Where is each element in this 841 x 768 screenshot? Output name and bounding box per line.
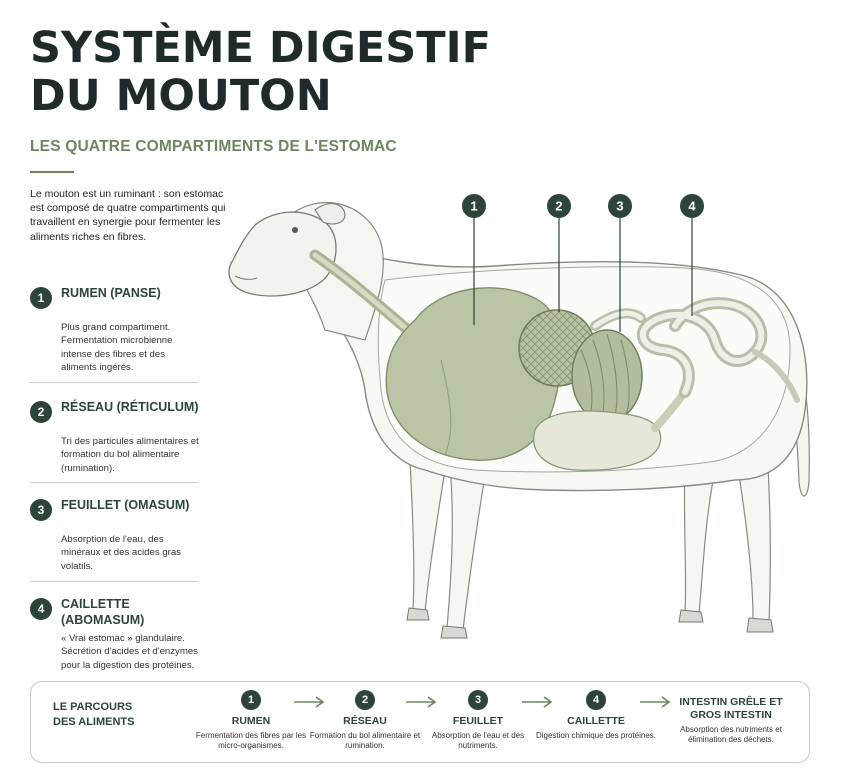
compartment-description: Tri des particules alimentaires et forma… (61, 436, 199, 474)
sheep-mouth (234, 275, 258, 280)
sheep-legs (409, 449, 771, 631)
number-badge: 4 (586, 690, 606, 710)
diagram-markers: 1 2 3 4 (462, 194, 704, 332)
marker-label: 4 (688, 199, 696, 214)
journey-step: 2 RÉSEAU Formation du bol alimentaire et… (303, 690, 427, 751)
journey-title: LE PARCOURS DES ALIMENTS (53, 701, 135, 728)
omasum (571, 329, 643, 423)
marker-2 (547, 194, 571, 218)
journey-step: 4 CAILLETTE Digestion chimique des proté… (534, 690, 658, 741)
number-badge: 2 (355, 690, 375, 710)
sheep-ear (314, 203, 346, 225)
abomasum (533, 410, 662, 471)
number-badge: 1 (30, 287, 52, 309)
step-name: INTESTIN GRÊLE ET GROS INTESTIN (679, 696, 783, 721)
number-badge: 3 (468, 690, 488, 710)
divider (30, 382, 198, 383)
compartment-name: FEUILLET (OMASUM) (61, 498, 190, 512)
marker-4 (680, 194, 704, 218)
marker-1 (462, 194, 486, 218)
step-description: Fermentation des fibres par les micro-or… (195, 731, 307, 750)
step-name: RUMEN (231, 715, 271, 727)
compartment-name: RUMEN (PANSE) (61, 286, 161, 300)
divider (30, 581, 198, 582)
arrow-right-icon (522, 696, 553, 708)
step-name: RÉSEAU (343, 715, 387, 727)
step-name: FEUILLET (452, 715, 504, 727)
arrow-right-icon (294, 696, 325, 708)
compartment-name: CAILLETTE (ABOMASUM) (61, 597, 145, 627)
sheep-head (228, 211, 337, 297)
compartment-description: Plus grand compartiment. Fermentation mi… (61, 322, 173, 373)
journey-step: 3 FEUILLET Absorption de l'eau et des nu… (416, 690, 540, 751)
number-badge: 2 (30, 401, 52, 423)
marker-label: 1 (470, 199, 477, 214)
page-subtitle: LES QUATRE COMPARTIMENTS DE L'ESTOMAC (30, 138, 397, 155)
sheep-hooves (406, 607, 774, 639)
marker-3 (608, 194, 632, 218)
compartment-description: Absorption de l'eau, des minéraux et des… (61, 534, 181, 572)
arrow-right-icon (406, 696, 437, 708)
journey-step: INTESTIN GRÊLE ET GROS INTESTIN Absorpti… (671, 696, 791, 745)
page-title: SYSTÈME DIGESTIF DU MOUTON (30, 23, 491, 121)
step-description: Absorption des nutriments et élimination… (680, 725, 782, 744)
sheep-diagram: 1 2 3 4 (228, 194, 810, 639)
number-badge: 4 (30, 598, 52, 620)
subtitle-rule (30, 171, 74, 173)
intestines (590, 297, 800, 403)
step-description: Formation du bol alimentaire et ruminati… (309, 731, 421, 750)
food-journey-panel: LE PARCOURS DES ALIMENTS 1 RUMEN Ferment… (30, 681, 810, 763)
marker-label: 3 (616, 199, 623, 214)
arrow-right-icon (640, 696, 671, 708)
journey-step: 1 RUMEN Fermentation des fibres par les … (189, 690, 313, 751)
compartment-name: RÉSEAU (RÉTICULUM) (61, 400, 199, 414)
marker-label: 2 (555, 199, 562, 214)
intro-text: Le mouton est un ruminant : son estomac … (30, 188, 226, 243)
step-name: CAILLETTE (567, 715, 625, 727)
step-description: Absorption de l'eau et des nutriments. (431, 731, 525, 750)
step-description: Digestion chimique des protéines. (535, 731, 657, 740)
sheep-eye (292, 227, 298, 233)
compartment-description: « Vrai estomac » glandulaire. Sécrétion … (61, 633, 198, 671)
divider (30, 482, 198, 483)
number-badge: 1 (241, 690, 261, 710)
number-badge: 3 (30, 499, 52, 521)
